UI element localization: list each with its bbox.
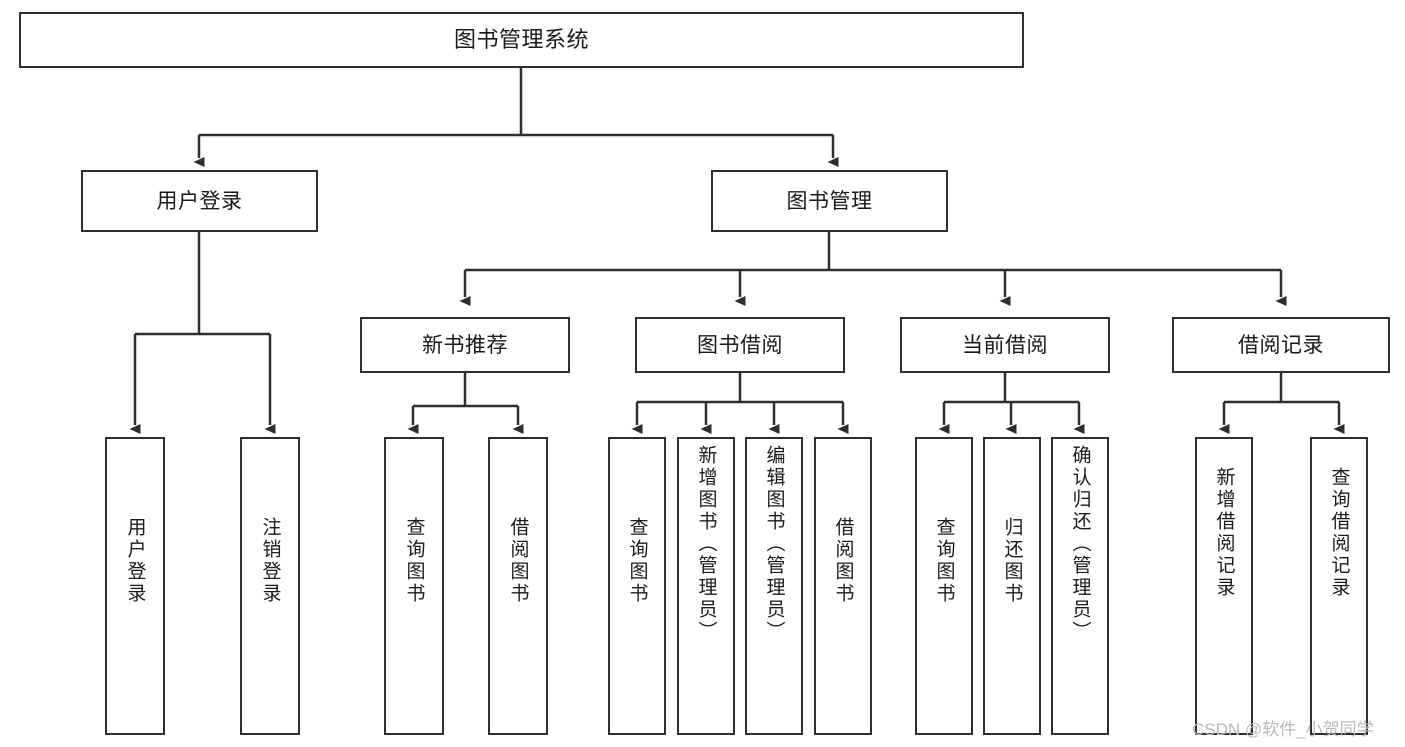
node-leaf-query-record-label: 查询借阅记录 <box>1328 467 1350 599</box>
node-leaf-add-record[interactable]: 新增借阅记录 <box>1195 437 1253 735</box>
node-borrow-record-label: 借阅记录 <box>1238 333 1324 357</box>
node-new-book-rec[interactable]: 新书推荐 <box>360 317 570 373</box>
node-user-login-label: 用户登录 <box>156 189 243 213</box>
node-leaf-query-book-3-label: 查询图书 <box>933 517 955 605</box>
node-leaf-add-record-label: 新增借阅记录 <box>1213 467 1235 599</box>
node-leaf-query-book-3[interactable]: 查询图书 <box>915 437 973 735</box>
node-leaf-user-login-label: 用户登录 <box>124 517 146 605</box>
node-leaf-edit-book-label: 编辑图书（管理员） <box>763 445 785 643</box>
node-leaf-logout[interactable]: 注销登录 <box>240 437 300 735</box>
node-book-borrow-label: 图书借阅 <box>697 333 783 357</box>
node-root-label: 图书管理系统 <box>453 27 589 52</box>
node-borrow-record[interactable]: 借阅记录 <box>1172 317 1390 373</box>
node-leaf-borrow-book-2-label: 借阅图书 <box>832 517 854 605</box>
node-book-borrow[interactable]: 图书借阅 <box>635 317 845 373</box>
node-book-manage[interactable]: 图书管理 <box>711 170 948 232</box>
node-root[interactable]: 图书管理系统 <box>19 12 1024 68</box>
node-leaf-query-record[interactable]: 查询借阅记录 <box>1310 437 1368 735</box>
csdn-watermark: CSDN @软件_小贺同学 <box>1192 720 1374 739</box>
node-new-book-rec-label: 新书推荐 <box>422 333 508 357</box>
node-leaf-query-book-2[interactable]: 查询图书 <box>608 437 666 735</box>
node-leaf-confirm-return[interactable]: 确认归还（管理员） <box>1051 437 1109 735</box>
node-leaf-add-book-label: 新增图书（管理员） <box>695 445 717 643</box>
node-book-manage-label: 图书管理 <box>786 189 873 213</box>
node-leaf-edit-book[interactable]: 编辑图书（管理员） <box>745 437 803 735</box>
node-leaf-query-book-2-label: 查询图书 <box>626 517 648 605</box>
node-leaf-query-book-1-label: 查询图书 <box>403 517 425 605</box>
node-leaf-borrow-book-1-label: 借阅图书 <box>507 517 529 605</box>
node-leaf-user-login[interactable]: 用户登录 <box>105 437 165 735</box>
node-leaf-borrow-book-2[interactable]: 借阅图书 <box>814 437 872 735</box>
node-leaf-borrow-book-1[interactable]: 借阅图书 <box>488 437 548 735</box>
node-user-login[interactable]: 用户登录 <box>81 170 318 232</box>
node-leaf-query-book-1[interactable]: 查询图书 <box>384 437 444 735</box>
node-current-borrow[interactable]: 当前借阅 <box>900 317 1110 373</box>
node-leaf-confirm-return-label: 确认归还（管理员） <box>1069 445 1091 643</box>
node-leaf-add-book[interactable]: 新增图书（管理员） <box>677 437 735 735</box>
node-leaf-return-book[interactable]: 归还图书 <box>983 437 1041 735</box>
node-leaf-return-book-label: 归还图书 <box>1001 517 1023 605</box>
node-current-borrow-label: 当前借阅 <box>962 333 1048 357</box>
node-leaf-logout-label: 注销登录 <box>259 517 281 605</box>
